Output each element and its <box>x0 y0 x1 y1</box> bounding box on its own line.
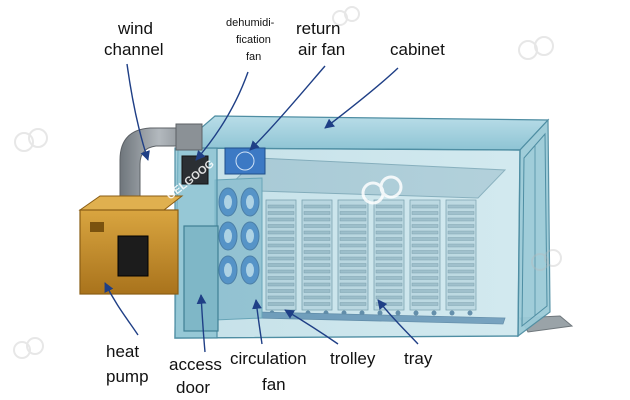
label-wind-channel: wind channel <box>104 19 164 59</box>
svg-text:return: return <box>296 19 340 38</box>
svg-text:trolley: trolley <box>330 349 376 368</box>
duct-flange <box>175 123 203 151</box>
access-door-panel <box>183 225 219 332</box>
label-tray: tray <box>404 349 433 368</box>
svg-text:access: access <box>169 355 222 374</box>
arrow-heat-pump <box>104 282 139 336</box>
label-access-door: access door <box>169 355 222 397</box>
label-heat-pump: heat pump <box>106 342 149 386</box>
svg-text:dehumidi-: dehumidi- <box>226 17 275 29</box>
svg-text:air fan: air fan <box>298 40 345 59</box>
cabinet-front-face <box>174 147 521 339</box>
cabinet-right-door <box>521 132 548 328</box>
svg-text:circulation: circulation <box>230 349 307 368</box>
label-return-air-fan: return air fan <box>296 19 345 59</box>
svg-text:fan: fan <box>246 51 261 63</box>
heat-pump-grille <box>90 222 104 232</box>
svg-text:fication: fication <box>236 34 271 46</box>
dryer-machine <box>78 115 574 339</box>
arrow-circulation-fan <box>252 299 263 345</box>
svg-text:door: door <box>176 378 210 397</box>
svg-text:heat: heat <box>106 342 139 361</box>
label-cabinet: cabinet <box>390 40 445 59</box>
svg-text:channel: channel <box>104 40 164 59</box>
arrow-return-air-fan <box>249 65 326 151</box>
svg-text:tray: tray <box>404 349 433 368</box>
cabinet-top-face <box>176 115 550 151</box>
heat-pump-top <box>78 195 184 211</box>
arrow-access-door <box>196 294 207 353</box>
arrow-wind-channel <box>126 63 150 161</box>
watermark-corner-marks <box>13 6 562 359</box>
svg-text:cabinet: cabinet <box>390 40 445 59</box>
arrow-dehumidification-fan <box>195 71 249 161</box>
label-dehumidification-fan: dehumidi- fication fan <box>226 17 275 63</box>
label-circulation-fan: circulation fan <box>230 349 307 394</box>
label-trolley: trolley <box>330 349 376 368</box>
arrow-trolley <box>284 309 339 345</box>
heat-pump-panel <box>117 235 149 277</box>
callout-arrows <box>104 63 419 353</box>
arrow-tray <box>377 299 419 345</box>
svg-text:pump: pump <box>106 367 149 386</box>
watermark-center <box>361 175 403 205</box>
svg-text:fan: fan <box>262 375 286 394</box>
arrow-cabinet <box>324 67 399 129</box>
svg-text:wind: wind <box>117 19 153 38</box>
